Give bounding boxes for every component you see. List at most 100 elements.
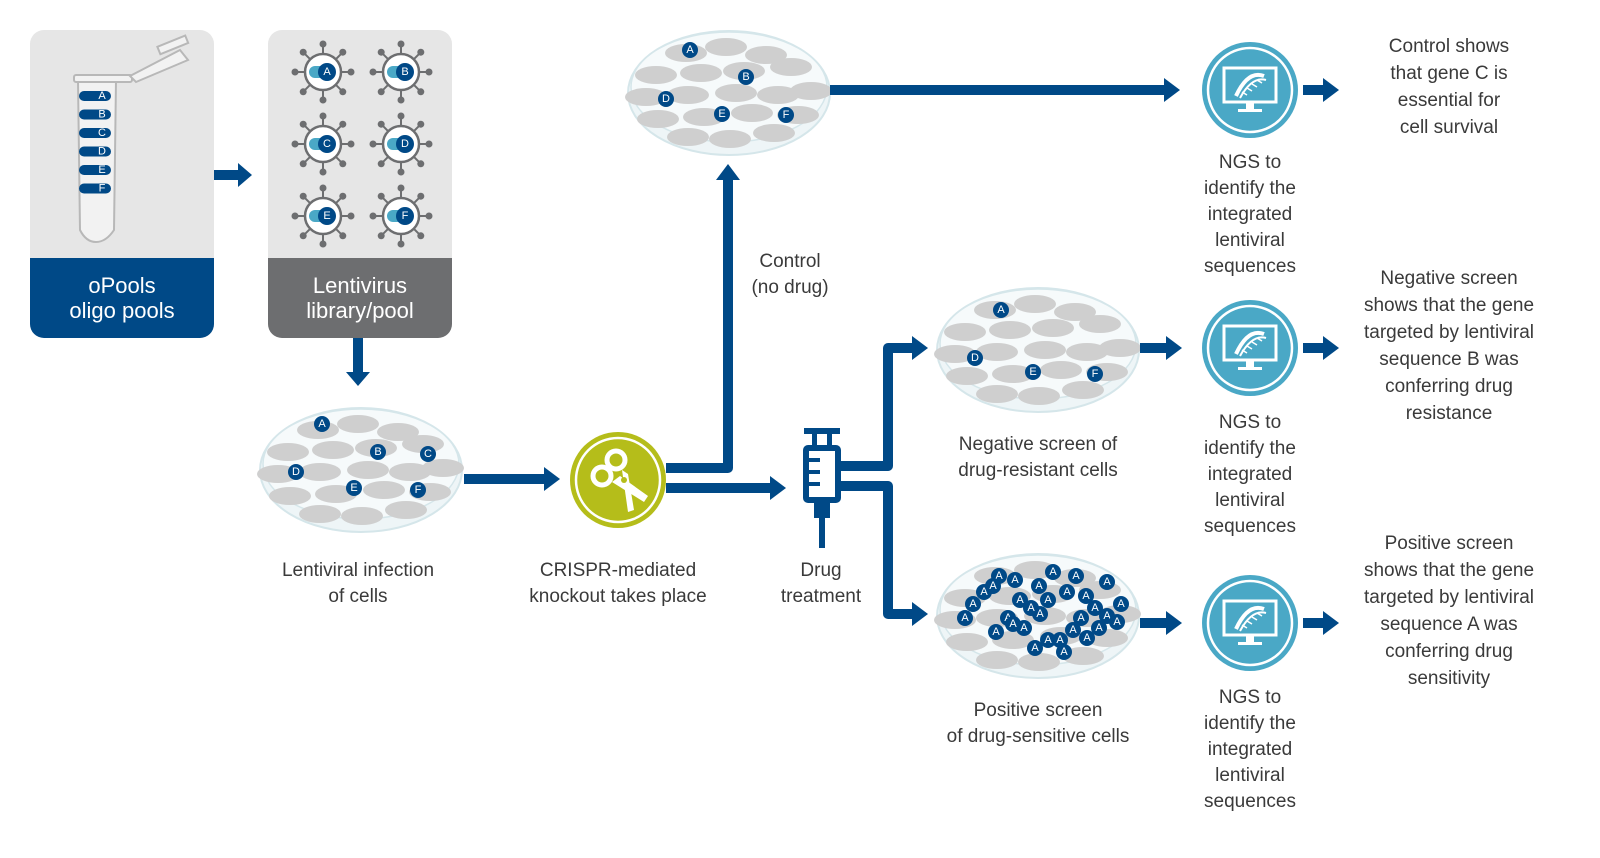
svg-text:A: A xyxy=(1056,634,1064,646)
sequence-marker: B xyxy=(738,69,754,85)
arrow-control-to-ngs xyxy=(830,78,1180,102)
sequence-marker: A xyxy=(1073,610,1089,626)
cell xyxy=(709,130,751,148)
cell xyxy=(976,343,1018,361)
svg-text:E: E xyxy=(98,164,105,176)
svg-text:D: D xyxy=(971,352,979,364)
sequence-marker: A xyxy=(1031,578,1047,594)
svg-text:A: A xyxy=(1083,632,1091,644)
sequence-marker: A xyxy=(1087,600,1103,616)
arrow-negative-to-ngs xyxy=(1140,336,1182,360)
cell xyxy=(347,461,389,479)
cell xyxy=(363,481,405,499)
svg-text:E: E xyxy=(323,210,330,222)
svg-text:A: A xyxy=(1077,612,1085,624)
cell xyxy=(680,64,722,82)
sequence-marker: A xyxy=(988,624,1004,640)
cell xyxy=(757,86,799,104)
arrow-drug-to-negative xyxy=(840,336,928,471)
cell xyxy=(1024,341,1066,359)
svg-text:A: A xyxy=(1103,576,1111,588)
sequence-marker: F xyxy=(410,482,426,498)
cell xyxy=(312,441,354,459)
ngs-caption-positive: NGS to identify the integrated lentivira… xyxy=(1204,687,1296,812)
svg-text:E: E xyxy=(1029,366,1036,378)
oligo-band: C xyxy=(79,127,111,139)
svg-text:F: F xyxy=(783,109,790,121)
cell xyxy=(1018,387,1060,405)
dna-monitor-icon xyxy=(1202,300,1298,396)
positive-caption: Positive screen of drug-sensitive cells xyxy=(946,700,1130,747)
sequence-marker: C xyxy=(420,446,436,462)
oligo-band: F xyxy=(79,183,111,195)
sequence-marker: A xyxy=(1023,600,1039,616)
syringe-icon xyxy=(803,428,841,548)
svg-text:A: A xyxy=(1063,586,1071,598)
svg-text:A: A xyxy=(992,626,1000,638)
svg-text:A: A xyxy=(1036,608,1044,620)
cell xyxy=(976,651,1018,669)
sequence-marker: A xyxy=(1109,614,1125,630)
cell xyxy=(1054,303,1096,321)
svg-text:C: C xyxy=(98,127,106,139)
svg-text:F: F xyxy=(99,183,106,195)
arrow-drug-to-positive xyxy=(840,481,928,626)
arrow-ngs-to-positive-result xyxy=(1303,611,1339,635)
cell xyxy=(1099,339,1141,357)
cell xyxy=(946,367,988,385)
svg-text:A: A xyxy=(98,90,106,102)
svg-text:A: A xyxy=(1049,566,1057,578)
sequence-marker: A xyxy=(1056,644,1072,660)
cell xyxy=(1014,295,1056,313)
svg-text:E: E xyxy=(350,482,357,494)
arrow-opools-to-lentivirus xyxy=(214,163,252,187)
svg-text:A: A xyxy=(969,598,977,610)
svg-text:C: C xyxy=(323,138,331,150)
cell xyxy=(1066,343,1108,361)
negative-result: Negative screen shows that the gene targ… xyxy=(1363,268,1535,424)
svg-text:D: D xyxy=(98,146,106,158)
svg-text:A: A xyxy=(1091,602,1099,614)
svg-text:E: E xyxy=(718,108,725,120)
crispr-caption: CRISPR-mediated knockout takes place xyxy=(529,560,707,607)
sequence-marker: A xyxy=(1059,584,1075,600)
arrow-ngs-to-negative-result xyxy=(1303,336,1339,360)
lentivirus-particle: E xyxy=(291,184,355,248)
svg-text:A: A xyxy=(995,570,1003,582)
svg-text:A: A xyxy=(318,418,326,430)
sequence-marker: A xyxy=(1091,620,1107,636)
svg-text:A: A xyxy=(686,44,694,56)
svg-text:B: B xyxy=(98,109,105,121)
arrow-crispr-to-control xyxy=(666,164,740,473)
cell xyxy=(385,501,427,519)
lentivirus-particle: C xyxy=(291,112,355,176)
sequence-marker: A xyxy=(1099,574,1115,590)
cell xyxy=(934,345,976,363)
sequence-marker: A xyxy=(1078,588,1094,604)
svg-text:A: A xyxy=(961,612,969,624)
dna-monitor-icon xyxy=(1202,575,1298,671)
svg-text:A: A xyxy=(1103,610,1111,622)
svg-text:A: A xyxy=(323,66,331,78)
sequence-marker: A xyxy=(1068,568,1084,584)
cell xyxy=(1040,361,1082,379)
svg-text:A: A xyxy=(1020,622,1028,634)
cell xyxy=(667,128,709,146)
svg-text:D: D xyxy=(662,93,670,105)
sequence-marker: A xyxy=(1113,596,1129,612)
cell xyxy=(946,633,988,651)
arrow-infection-to-crispr xyxy=(464,467,560,491)
arrow-positive-to-ngs xyxy=(1140,611,1182,635)
cell xyxy=(635,66,677,84)
svg-text:B: B xyxy=(401,66,408,78)
cell xyxy=(992,365,1034,383)
positive-result: Positive screen shows that the gene targ… xyxy=(1363,533,1535,689)
oligo-band: D xyxy=(79,146,111,158)
oligo-band: E xyxy=(79,164,111,176)
lentivirus-title: Lentivirus library/pool xyxy=(268,258,452,338)
svg-text:B: B xyxy=(742,71,749,83)
svg-text:D: D xyxy=(401,138,409,150)
